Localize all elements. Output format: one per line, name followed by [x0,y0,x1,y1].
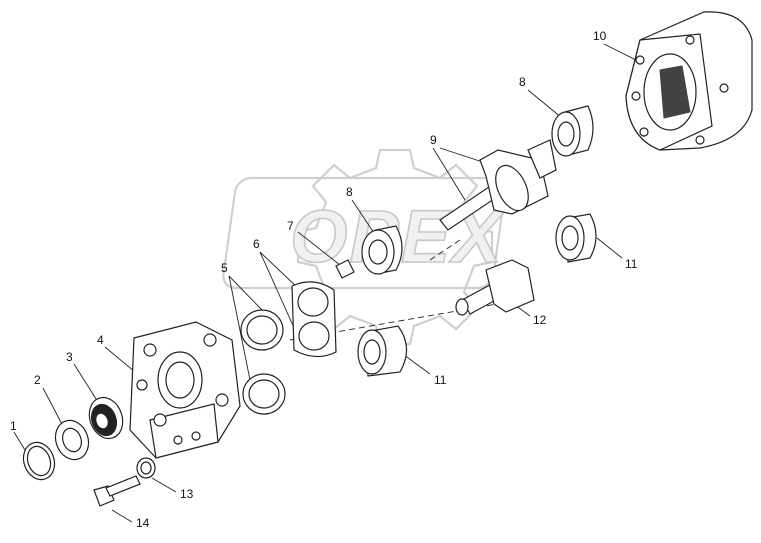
callout-4: 4 [97,333,104,347]
part-5-seal-rings [240,309,286,415]
part-7-pin [335,259,355,279]
callout-11-lower: 11 [434,373,447,387]
part-3-bearing [88,396,124,440]
part-2-washer [54,419,90,461]
callout-8-lower: 8 [346,185,353,199]
watermark-banner [222,176,507,290]
callout-12: 12 [533,313,547,327]
callout-13: 13 [180,487,194,501]
part-10-pump-housing [625,11,753,151]
part-14-bolt [93,475,141,507]
callout-10: 10 [593,29,607,43]
part-8-bushing-upper [551,105,594,157]
callout-3: 3 [66,350,73,364]
callout-9: 9 [430,133,437,147]
callout-6: 6 [253,237,260,251]
leader-lines [13,43,641,523]
watermark-gear-outline [296,148,494,346]
callout-7: 7 [287,219,294,233]
part-4-flange-cover [129,321,241,459]
part-9-drive-gear-shaft [439,139,557,231]
part-11-bushing-right [555,213,597,263]
callout-8-upper: 8 [519,75,526,89]
part-1-retaining-ring [22,441,56,481]
part-12-driven-gear-shaft [455,259,535,316]
callout-11-right: 11 [625,257,638,271]
callout-labels: 1 2 3 4 5 6 7 8 8 9 10 11 11 12 13 14 [10,29,638,530]
callout-14: 14 [136,516,150,530]
part-11-bushing-lower [357,325,408,377]
callout-1: 1 [10,419,17,433]
callout-2: 2 [34,373,41,387]
part-13-lock-washer [136,457,156,479]
callout-5: 5 [221,261,228,275]
part-6-gasket [291,281,337,358]
part-8-bushing-lower [361,225,403,275]
